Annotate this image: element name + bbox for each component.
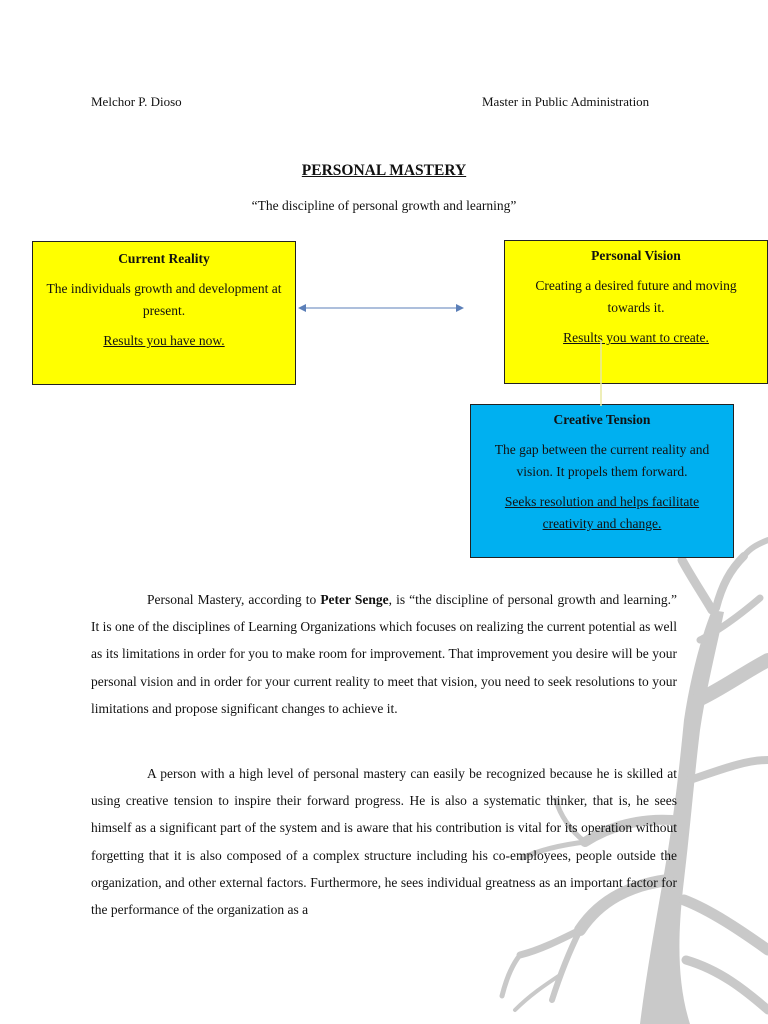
creative-tension-result: Seeks resolution and helps facilitate cr… xyxy=(504,494,700,531)
current-reality-title: Current Reality xyxy=(118,251,210,266)
double-arrow-icon xyxy=(298,304,464,312)
creative-tension-text: The gap between the current reality and … xyxy=(494,442,710,479)
p1-intro: Personal Mastery, according to xyxy=(147,592,321,607)
page-subtitle: “The discipline of personal growth and l… xyxy=(251,198,517,213)
author-reference: Peter Senge xyxy=(320,592,389,607)
program-name: Master in Public Administration xyxy=(482,94,650,109)
body-paragraph-1: Personal Mastery, according to Peter Sen… xyxy=(91,586,677,722)
current-reality-result: Results you have now. xyxy=(103,333,225,348)
body-paragraph-2: A person with a high level of personal m… xyxy=(91,760,677,923)
personal-vision-title: Personal Vision xyxy=(591,248,681,263)
current-reality-text: The individuals growth and development a… xyxy=(46,281,282,318)
p1-rest: , is “the discipline of personal growth … xyxy=(91,592,677,716)
personal-vision-box: Personal Vision Creating a desired futur… xyxy=(504,240,768,384)
creative-tension-box: Creative Tension The gap between the cur… xyxy=(470,404,734,558)
personal-vision-text: Creating a desired future and moving tow… xyxy=(535,278,737,315)
personal-vision-result: Results you want to create. xyxy=(563,330,709,345)
page-title: PERSONAL MASTERY xyxy=(301,162,467,179)
p2-text: A person with a high level of personal m… xyxy=(91,766,677,918)
connector-line xyxy=(600,340,602,406)
creative-tension-title: Creative Tension xyxy=(553,412,651,427)
author-name: Melchor P. Dioso xyxy=(91,94,182,109)
current-reality-box: Current Reality The individuals growth a… xyxy=(32,241,296,385)
